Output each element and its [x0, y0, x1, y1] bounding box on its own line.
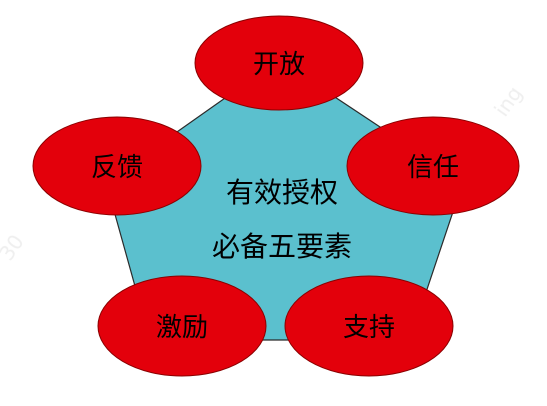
element-trust-label: 信任 [407, 153, 459, 183]
center-title: 有效授权 [226, 176, 338, 209]
element-feedback-shape [32, 116, 202, 216]
element-trust-shape [346, 116, 520, 216]
element-trust: 信任 [346, 116, 520, 216]
element-open-label: 开放 [253, 50, 305, 80]
element-feedback: 反馈 [32, 116, 202, 216]
element-feedback-label: 反馈 [91, 153, 143, 183]
element-support-label: 支持 [343, 313, 395, 343]
element-incentive-label: 激励 [156, 313, 208, 343]
svg-text:30: 30 [0, 230, 29, 265]
center-subtitle: 必备五要素 [212, 230, 352, 263]
element-open: 开放 [194, 15, 364, 111]
element-incentive: 激励 [97, 275, 267, 377]
element-open-shape [194, 15, 364, 111]
element-support: 支持 [284, 275, 454, 377]
element-support-shape [284, 275, 454, 377]
svg-text:ing: ing [489, 82, 526, 121]
element-incentive-shape [97, 275, 267, 377]
